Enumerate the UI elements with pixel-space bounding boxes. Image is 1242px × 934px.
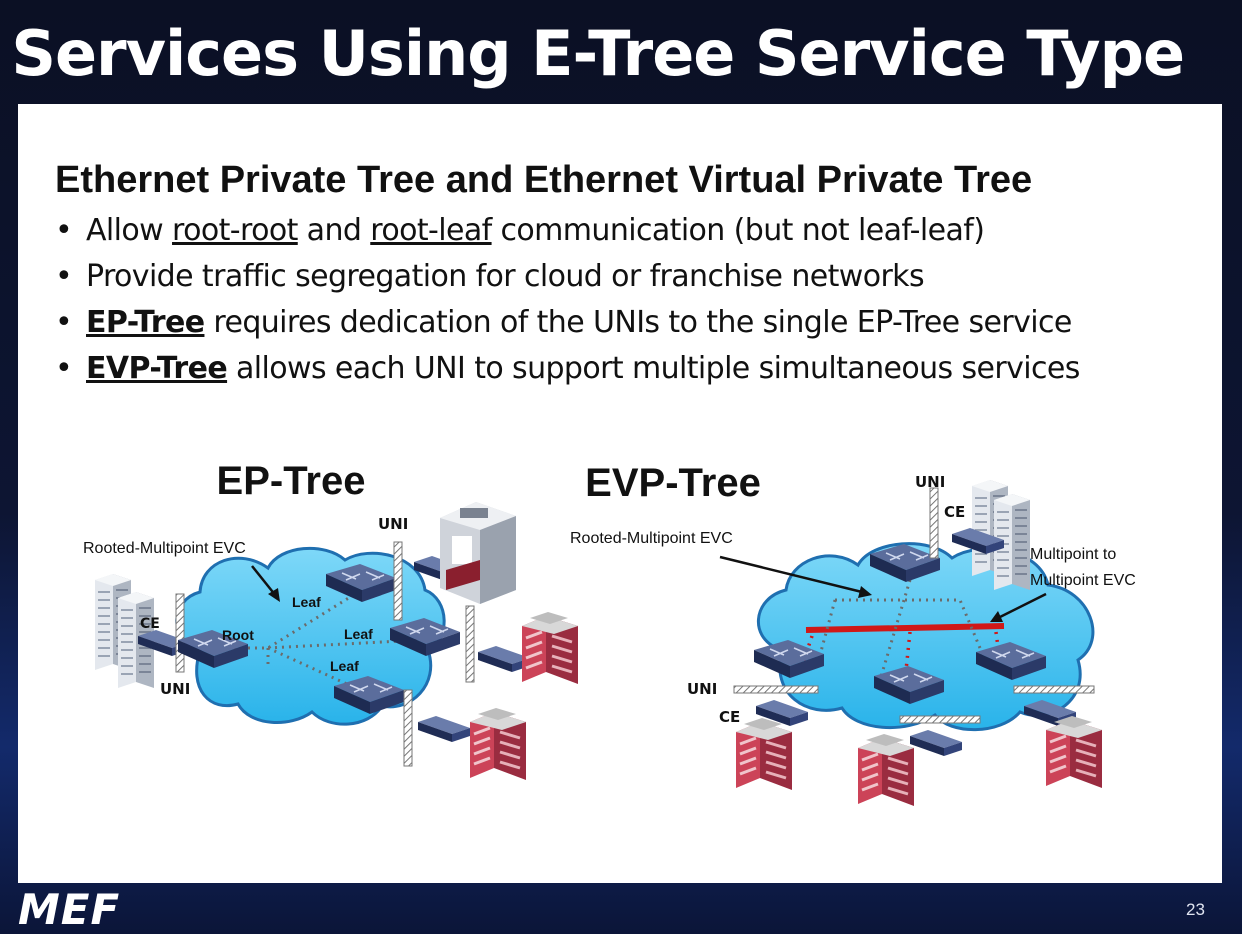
bullet-item-2: Provide traffic segregation for cloud or… (55, 254, 1080, 300)
ep-uni-left-label: UNI (160, 680, 190, 698)
uni-interface (1013, 685, 1095, 694)
mp-evc-label-line1: Multipoint to (1030, 546, 1116, 563)
building-icon (468, 706, 528, 782)
mef-logo: MEF (18, 885, 121, 934)
ep-tree-term: EP-Tree (86, 305, 205, 340)
evp-tree-term: EVP-Tree (86, 351, 228, 386)
mp-evc-arrow (997, 592, 1047, 620)
evp-ce-left-label: CE (719, 708, 740, 726)
uni-interface (465, 605, 475, 683)
bullet-item-4: EVP-Tree allows each UNI to support mult… (55, 346, 1080, 392)
ep-uni-top-label: UNI (378, 515, 408, 533)
mp-evc-line (805, 623, 1005, 633)
evp-evc-label: Rooted-Multipoint EVC (570, 530, 733, 547)
content-panel: Ethernet Private Tree and Ethernet Virtu… (18, 104, 1222, 883)
leaf-label-1: Leaf (292, 594, 321, 610)
evp-tree-links (818, 579, 987, 681)
evp-evc-arrow (719, 555, 863, 594)
slide-title: Services Using E-Tree Service Type (11, 17, 1185, 90)
uni-interface (403, 689, 413, 767)
root-label: Root (222, 627, 254, 643)
building-icon (856, 732, 916, 808)
evp-ce-top-label: CE (944, 503, 965, 521)
section-heading: Ethernet Private Tree and Ethernet Virtu… (55, 159, 1033, 201)
uni-interface (929, 487, 939, 559)
ep-evc-label: Rooted-Multipoint EVC (83, 540, 246, 557)
leaf-label-2: Leaf (344, 626, 373, 642)
ep-ce-label: CE (140, 616, 160, 632)
root-leaf-term: root-leaf (370, 213, 492, 248)
building-icon (1044, 714, 1104, 790)
root-root-term: root-root (172, 213, 298, 248)
building-icon (520, 610, 580, 686)
bullet-item-1: Allow root-root and root-leaf communicat… (55, 208, 1080, 254)
ep-tree-title: EP-Tree (217, 459, 366, 503)
page-number: 23 (1186, 900, 1205, 919)
uni-interface (899, 715, 981, 724)
mp-evc-label-line2: Multipoint EVC (1030, 572, 1136, 589)
uni-interface (175, 593, 185, 673)
building-icon (440, 502, 516, 604)
building-icon (734, 716, 794, 792)
evp-uni-top-label: UNI (915, 473, 945, 491)
cloud-icon (756, 542, 1095, 732)
evp-uni-left-label: UNI (687, 680, 717, 698)
uni-interface (393, 541, 403, 621)
ce-device-icon (418, 716, 470, 742)
leaf-label-3: Leaf (330, 658, 359, 674)
bullet-list: Allow root-root and root-leaf communicat… (55, 208, 1080, 392)
evp-tree-title: EVP-Tree (585, 461, 761, 505)
ce-device-icon (910, 730, 962, 756)
bullet-item-3: EP-Tree requires dedication of the UNIs … (55, 300, 1080, 346)
uni-interface (733, 685, 819, 694)
ep-evc-arrow (251, 565, 277, 597)
